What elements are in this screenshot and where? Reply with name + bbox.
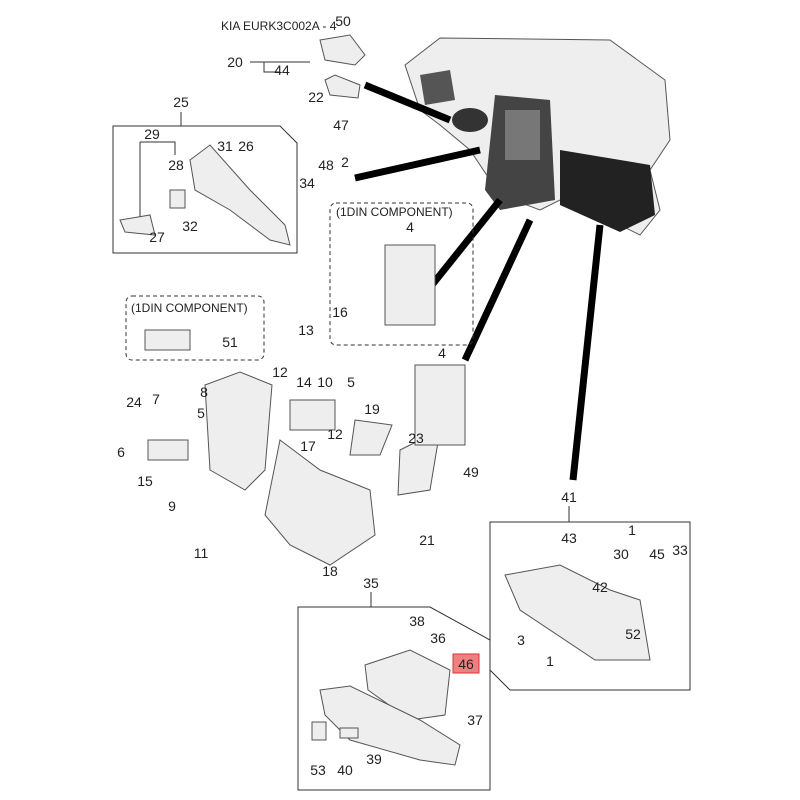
callout-40[interactable]: 40 [337,762,353,778]
callout-18[interactable]: 18 [322,563,338,579]
part-50 [319,34,366,66]
callout-47[interactable]: 47 [333,117,349,133]
part-53 [311,721,327,741]
callout-7[interactable]: 7 [152,391,160,407]
callout-15[interactable]: 15 [137,473,153,489]
callout-9[interactable]: 9 [168,498,176,514]
callout-4-top[interactable]: 4 [406,219,414,235]
callout-6[interactable]: 6 [117,444,125,460]
callout-45[interactable]: 45 [649,546,665,562]
part-18 [264,439,376,566]
callout-34[interactable]: 34 [299,175,315,191]
group-frame-1din-left [125,295,265,361]
callout-28[interactable]: 28 [168,157,184,173]
callout-19[interactable]: 19 [364,401,380,417]
callout-33[interactable]: 33 [672,542,688,558]
callout-1b[interactable]: 1 [546,653,554,669]
part-40 [339,727,359,739]
part-47 [324,74,361,99]
callout-42[interactable]: 42 [592,579,608,595]
callout-21[interactable]: 21 [419,532,435,548]
callout-1[interactable]: 1 [628,522,636,538]
part-51 [144,329,191,351]
highlight-part-46 [452,653,480,674]
callout-labels: 50 20 44 22 47 25 29 31 26 28 34 48 2 27… [117,13,688,778]
callout-43[interactable]: 43 [561,530,577,546]
callout-13[interactable]: 13 [298,322,314,338]
callout-44[interactable]: 44 [274,62,290,78]
callout-26[interactable]: 26 [238,138,254,154]
callout-49[interactable]: 49 [463,464,479,480]
callout-39[interactable]: 39 [366,751,382,767]
callout-53[interactable]: 53 [310,762,326,778]
callout-48[interactable]: 48 [318,157,334,173]
callout-23[interactable]: 23 [408,430,424,446]
part-28 [169,189,186,209]
callout-14[interactable]: 14 [296,374,312,390]
callout-8[interactable]: 8 [200,384,208,400]
group-label-1din-left: (1DIN COMPONENT) [131,301,248,315]
callout-12[interactable]: 12 [272,364,288,380]
part-35 [364,649,451,721]
callout-51[interactable]: 51 [222,334,238,350]
leader-lines [354,81,604,481]
part-25 [189,144,291,246]
callout-35[interactable]: 35 [363,575,379,591]
callout-10[interactable]: 10 [317,374,333,390]
callout-4-lower[interactable]: 4 [438,345,446,361]
parts [119,34,651,766]
callout-17[interactable]: 17 [300,438,316,454]
dashboard-illustration [404,37,671,236]
callout-5[interactable]: 5 [347,374,355,390]
callout-36[interactable]: 36 [430,630,446,646]
part-39 [319,685,461,766]
callout-52[interactable]: 52 [625,626,641,642]
callout-3[interactable]: 3 [517,632,525,648]
part-19 [349,419,393,456]
callout-32[interactable]: 32 [182,218,198,234]
callout-50[interactable]: 50 [335,13,351,29]
callout-2[interactable]: 2 [341,154,349,170]
callout-16[interactable]: 16 [332,304,348,320]
part-8 [204,371,273,491]
part-4-lower [414,364,466,446]
callout-22[interactable]: 22 [308,89,324,105]
part-4-top [384,244,436,326]
callout-11[interactable]: 11 [194,545,209,561]
callout-12b[interactable]: 12 [327,426,343,442]
group-frame-1din-top [329,202,474,346]
group-frame-25 [112,125,298,254]
group-frame-35 [297,606,491,791]
callout-25[interactable]: 25 [173,94,189,110]
callout-31[interactable]: 31 [217,138,233,154]
callout-24[interactable]: 24 [126,394,142,410]
callout-5b[interactable]: 5 [197,405,205,421]
part-17 [289,399,336,431]
part-41 [504,564,651,661]
part-6 [147,439,189,461]
callout-38[interactable]: 38 [409,613,425,629]
diagram-title: KIA EURK3C002A - 4 [221,19,337,33]
callout-41[interactable]: 41 [561,489,577,505]
group-label-1din-top: (1DIN COMPONENT) [336,205,453,219]
part-27 [119,214,156,236]
callout-29[interactable]: 29 [144,126,160,142]
callout-30[interactable]: 30 [613,546,629,562]
callout-37[interactable]: 37 [467,712,483,728]
callout-27[interactable]: 27 [149,229,165,245]
callout-46[interactable]: 46 [458,656,474,672]
callout-20[interactable]: 20 [227,54,243,70]
